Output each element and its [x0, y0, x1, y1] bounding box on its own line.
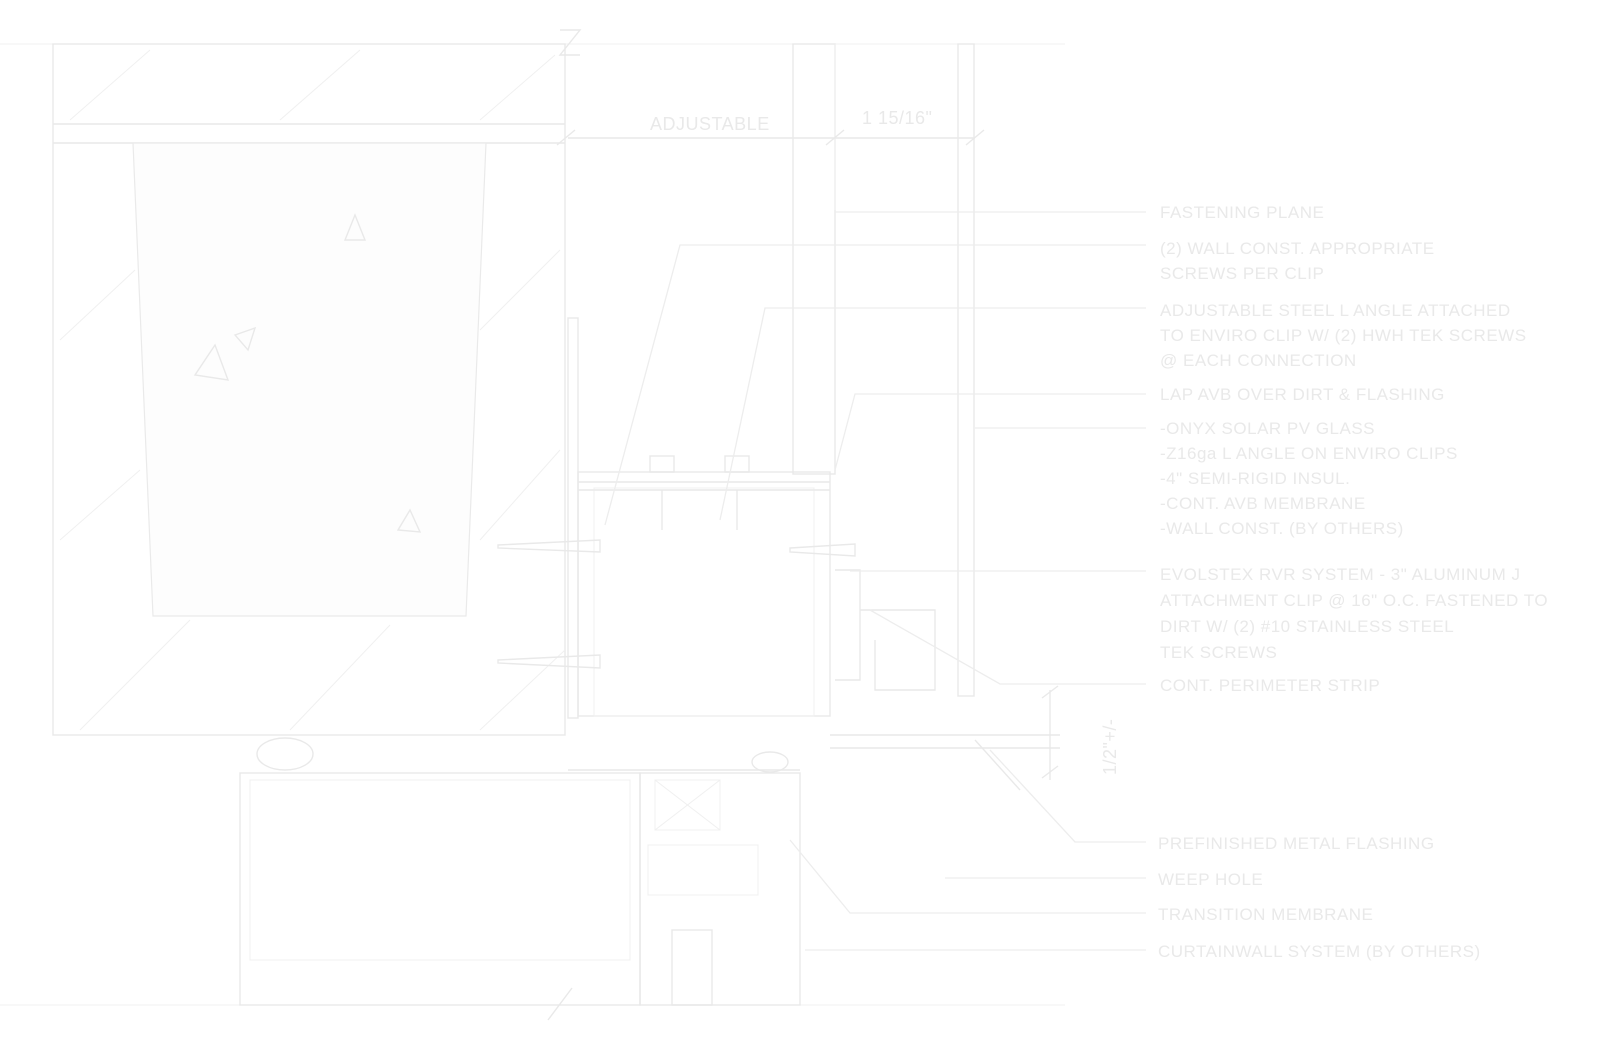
callout-wall-const-screws: (2) WALL CONST. APPROPRIATE SCREWS PER C…	[1160, 239, 1435, 283]
callout-curtainwall: CURTAINWALL SYSTEM (BY OTHERS)	[1158, 942, 1481, 961]
svg-text:TEK SCREWS: TEK SCREWS	[1160, 643, 1277, 662]
svg-text:PREFINISHED METAL FLASHING: PREFINISHED METAL FLASHING	[1158, 834, 1435, 853]
svg-text:CONT. PERIMETER STRIP: CONT. PERIMETER STRIP	[1160, 676, 1380, 695]
svg-text:-4" SEMI-RIGID INSUL.: -4" SEMI-RIGID INSUL.	[1160, 469, 1350, 488]
callout-rvr-system: EVOLSTEX RVR SYSTEM - 3" ALUMINUM J ATTA…	[1160, 565, 1548, 662]
pv-glass-cladding	[792, 43, 1060, 791]
svg-text:@ EACH CONNECTION: @ EACH CONNECTION	[1160, 351, 1357, 370]
dimension-fastening-offset: 1 15/16"	[862, 108, 932, 128]
leader-lines	[604, 211, 1146, 951]
dimension-adjustable: ADJUSTABLE	[650, 114, 770, 134]
callout-transition-membrane: TRANSITION MEMBRANE	[1158, 905, 1373, 924]
svg-text:(2) WALL CONST. APPROPRIATE: (2) WALL CONST. APPROPRIATE	[1160, 239, 1435, 258]
svg-text:-WALL CONST. (BY OTHERS): -WALL CONST. (BY OTHERS)	[1160, 519, 1404, 538]
svg-text:-CONT. AVB MEMBRANE: -CONT. AVB MEMBRANE	[1160, 494, 1366, 513]
callout-steel-angle: ADJUSTABLE STEEL L ANGLE ATTACHED TO ENV…	[1160, 301, 1527, 370]
callout-fastening-plane: FASTENING PLANE	[1160, 203, 1324, 222]
dimension-flashing-gap: 1/2"+/-	[1100, 719, 1120, 775]
svg-text:-Z16ga L ANGLE ON ENVIRO CLIPS: -Z16ga L ANGLE ON ENVIRO CLIPS	[1160, 444, 1458, 463]
callout-weep-hole: WEEP HOLE	[1158, 870, 1263, 889]
curtainwall-system	[239, 737, 801, 1006]
wall-construction	[52, 43, 566, 736]
dimension-lines	[556, 129, 1059, 780]
svg-text:LAP AVB OVER DIRT & FLASHING: LAP AVB OVER DIRT & FLASHING	[1160, 385, 1445, 404]
callout-metal-flashing: PREFINISHED METAL FLASHING	[1158, 834, 1435, 853]
svg-text:TO ENVIRO CLIP W/ (2) HWH TEK: TO ENVIRO CLIP W/ (2) HWH TEK SCREWS	[1160, 326, 1527, 345]
callout-lap-avb: LAP AVB OVER DIRT & FLASHING	[1160, 385, 1445, 404]
svg-text:CURTAINWALL SYSTEM (BY OTHERS): CURTAINWALL SYSTEM (BY OTHERS)	[1158, 942, 1481, 961]
svg-text:WEEP HOLE: WEEP HOLE	[1158, 870, 1263, 889]
callout-assembly: -ONYX SOLAR PV GLASS -Z16ga L ANGLE ON E…	[1160, 419, 1458, 538]
svg-text:-ONYX SOLAR PV GLASS: -ONYX SOLAR PV GLASS	[1160, 419, 1375, 438]
callout-perimeter-strip: CONT. PERIMETER STRIP	[1160, 676, 1380, 695]
svg-text:SCREWS PER CLIP: SCREWS PER CLIP	[1160, 264, 1324, 283]
svg-text:FASTENING PLANE: FASTENING PLANE	[1160, 203, 1324, 222]
svg-text:ADJUSTABLE STEEL L ANGLE ATTAC: ADJUSTABLE STEEL L ANGLE ATTACHED	[1160, 301, 1511, 320]
svg-text:ATTACHMENT CLIP @ 16" O.C. FAS: ATTACHMENT CLIP @ 16" O.C. FASTENED TO	[1160, 591, 1548, 610]
svg-text:DIRT W/ (2) #10 STAINLESS STEE: DIRT W/ (2) #10 STAINLESS STEEL	[1160, 617, 1454, 636]
svg-text:EVOLSTEX RVR SYSTEM - 3" ALUMI: EVOLSTEX RVR SYSTEM - 3" ALUMINUM J	[1160, 565, 1520, 584]
insulation-and-clip	[497, 317, 856, 719]
svg-text:TRANSITION MEMBRANE: TRANSITION MEMBRANE	[1158, 905, 1373, 924]
